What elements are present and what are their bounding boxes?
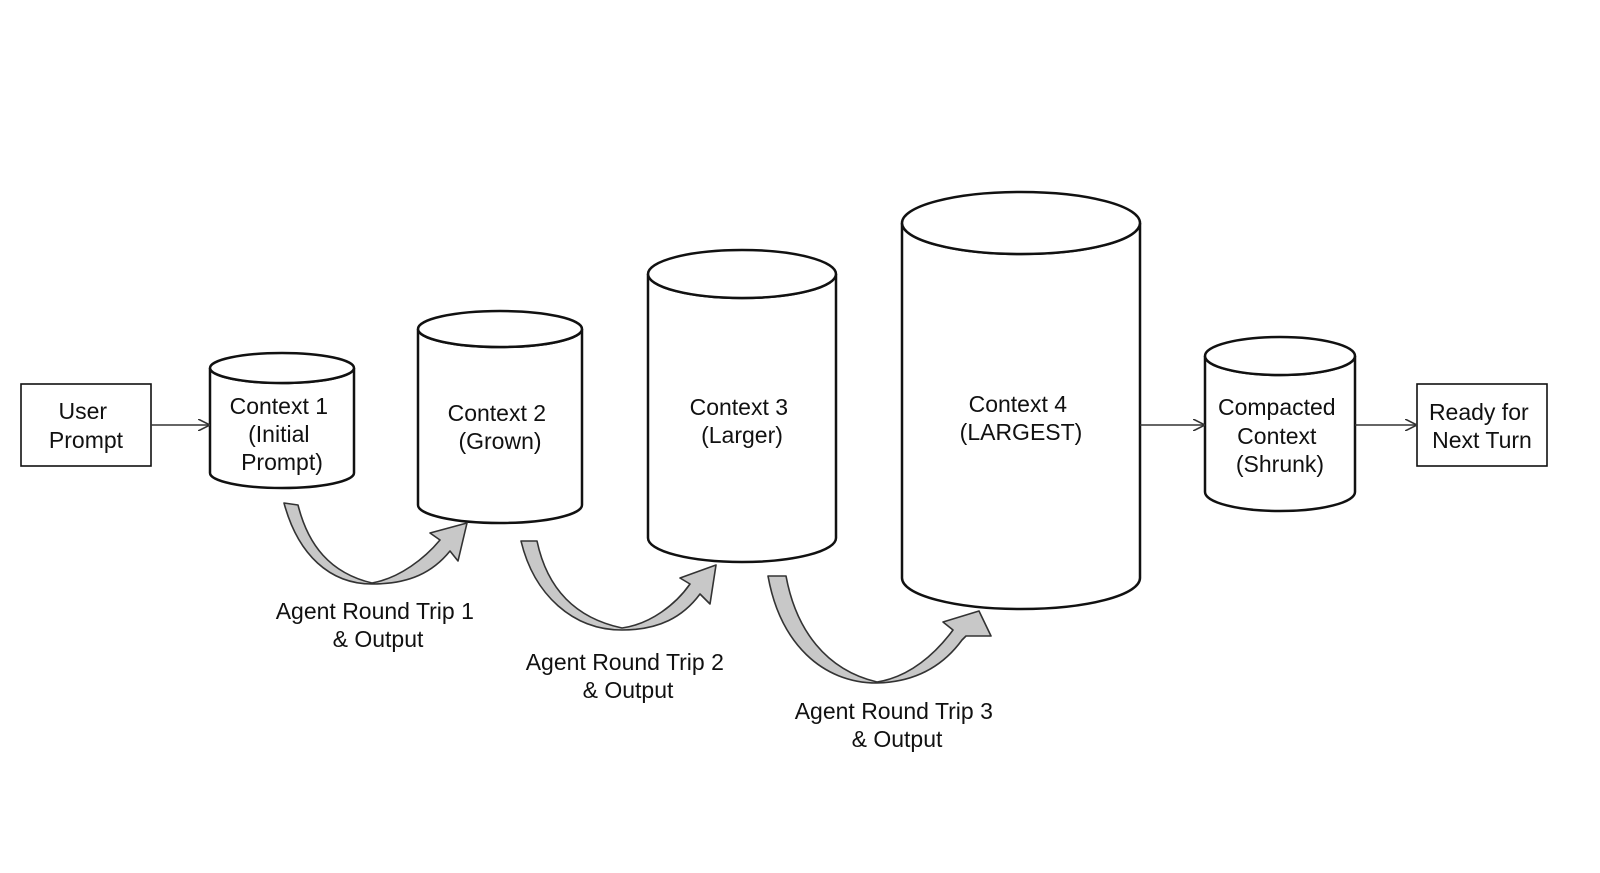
round-trip-2-arrow	[520, 540, 717, 631]
round-trip-1-label: Agent Round Trip 1 & Output	[276, 598, 481, 652]
context-3-cylinder: Context 3 (Larger)	[646, 248, 838, 564]
context-2-label: Context 2 (Grown)	[448, 400, 553, 454]
context-3-label: Context 3 (Larger)	[690, 394, 795, 448]
context-1-label: Context 1 (Initial Prompt)	[230, 393, 335, 475]
context-2-cylinder: Context 2 (Grown)	[416, 309, 584, 525]
round-trip-2-label: Agent Round Trip 2 & Output	[526, 649, 731, 703]
ready-for-next-turn-box: Ready for Next Turn	[1416, 383, 1548, 467]
context-1-cylinder: Context 1 (Initial Prompt)	[208, 351, 356, 490]
round-trip-1-arrow	[283, 502, 468, 585]
user-prompt-box: User Prompt	[20, 383, 152, 467]
context-4-cylinder: Context 4 (LARGEST)	[900, 190, 1142, 611]
ready-for-next-turn-label: Ready for Next Turn	[1429, 399, 1535, 453]
context-4-label: Context 4 (LARGEST)	[960, 391, 1083, 445]
compacted-context-label: Compacted Context (Shrunk)	[1218, 394, 1342, 477]
round-trip-3-label: Agent Round Trip 3 & Output	[795, 698, 1000, 752]
compacted-context-cylinder: Compacted Context (Shrunk)	[1203, 335, 1357, 513]
user-prompt-label: User Prompt	[49, 398, 124, 453]
round-trip-3-arrow	[767, 575, 992, 684]
